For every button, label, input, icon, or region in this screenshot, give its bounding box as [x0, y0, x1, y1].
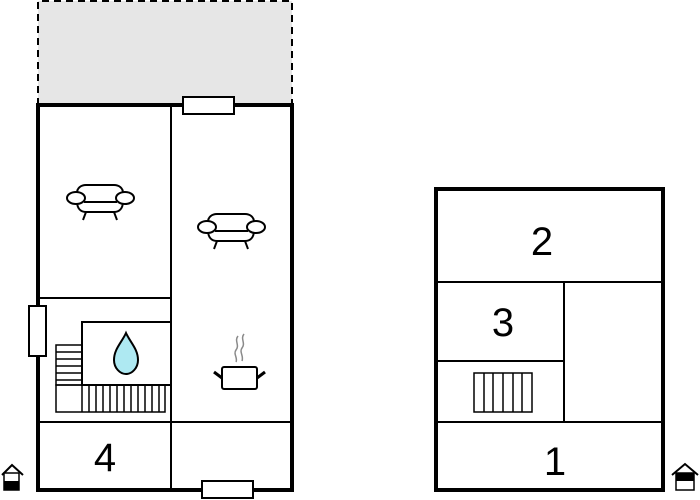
upper-floor-plan	[434, 187, 699, 492]
room-label-2: 2	[530, 220, 554, 264]
room-label-1: 1	[543, 440, 567, 484]
window-top	[182, 96, 235, 115]
window-left	[28, 305, 47, 357]
house-entrance-icon	[1, 463, 24, 491]
sofa-icon	[197, 213, 266, 250]
house-entrance-icon	[671, 462, 699, 491]
cooking-pot-icon	[213, 333, 266, 390]
ground-floor-plan	[1, 96, 294, 499]
room-label-4: 4	[93, 436, 117, 480]
water-drop-icon	[112, 330, 140, 376]
stairs-icon	[473, 372, 533, 413]
sofa-icon	[66, 184, 135, 221]
window-bottom	[201, 480, 254, 499]
terrace	[37, 0, 293, 105]
room-label-3: 3	[491, 301, 515, 345]
stairs-icon	[55, 344, 166, 413]
